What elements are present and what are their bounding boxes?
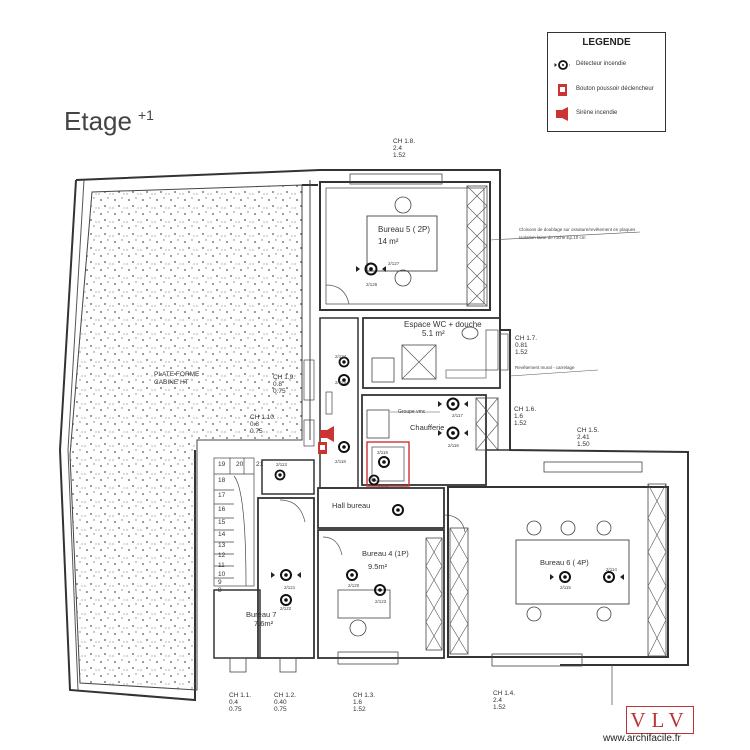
detector-code: 2/124 <box>335 354 347 359</box>
manual-call-point-icon <box>558 84 567 96</box>
smoke-detector-icon <box>446 426 460 440</box>
room-name-bureau4: Bureau 4 (1P) <box>362 549 409 558</box>
room-name-bureau5: Bureau 5 ( 2P) <box>378 225 431 234</box>
annotation-cloison: Cloisons de doublage sur ossature/revête… <box>519 227 636 232</box>
floor-title: Etage+1 <box>64 106 154 136</box>
detector-code: 2/125 <box>335 380 347 385</box>
smoke-detector-icon <box>368 474 380 486</box>
bureau5-room <box>319 181 491 311</box>
annotation-revetement: Revêtement mural - carrelage <box>515 365 575 370</box>
smoke-detector-icon <box>280 594 292 606</box>
bureau7-room <box>257 497 315 659</box>
room-area-bureau5: 14 m² <box>378 237 399 246</box>
manual-call-point-icon <box>318 442 327 454</box>
smoke-detector-icon <box>280 569 292 581</box>
detector-code: 2/114 <box>606 567 617 572</box>
smoke-detector-icon <box>346 569 358 581</box>
website-link[interactable]: www.archifacile.fr <box>603 733 681 744</box>
stair-step-number: 14 <box>218 531 226 538</box>
plateforme-label-1: PLATE FORME <box>154 371 200 378</box>
smoke-detectors <box>274 262 615 606</box>
room-area-bureau7: 7.6m² <box>254 619 274 628</box>
detector-code: 2/126 <box>366 282 378 287</box>
plateforme-zone <box>69 184 303 691</box>
room-name-chaufferie: Chaufferie <box>410 423 445 432</box>
room-area-wc: 5.1 m² <box>422 329 445 338</box>
stair-step-number: 21 <box>256 461 264 468</box>
hall-room <box>317 487 445 529</box>
detector-code: 2/116 <box>448 443 459 448</box>
stair-step-number: 19 <box>218 461 226 468</box>
room-name-groupe: Groupe vmc <box>398 409 426 415</box>
legend: LEGENDE Détecteur incendie Bouton pousso… <box>547 32 666 132</box>
detector-code: 2/115 <box>560 585 571 590</box>
detector-code: 2/122 <box>280 606 292 611</box>
bureau4-room <box>317 529 445 659</box>
stair-step-number: 12 <box>218 552 226 559</box>
vlv-logo: VLV <box>626 706 694 734</box>
detector-code: 2/119 <box>377 450 388 455</box>
plateforme-label-2: CABINE HT <box>154 379 189 386</box>
stair-step-number: 11 <box>218 562 225 569</box>
detector-code: 2/136 <box>378 485 390 490</box>
stairs <box>213 457 255 587</box>
room-name-bureau7: Bureau 7 <box>246 610 277 619</box>
stair-step-number: 9 <box>218 579 222 586</box>
smoke-detector-icon <box>374 584 386 596</box>
smoke-detector-icon <box>446 397 460 411</box>
smoke-detector-icon <box>603 571 615 583</box>
smoke-detector-icon <box>392 504 404 516</box>
room-name-bureau6: Bureau 6 ( 4P) <box>540 558 589 567</box>
detector-code: 2/127 <box>388 261 400 266</box>
detector-code: 2/123 <box>375 599 387 604</box>
stair-step-number: 18 <box>218 477 226 484</box>
legend-title: LEGENDE <box>582 37 631 48</box>
room-name-hall: Hall bureau <box>332 501 371 510</box>
detector-code: 2/118 <box>335 459 346 464</box>
smoke-detector-icon <box>274 469 286 481</box>
smoke-detector-icon <box>554 60 570 70</box>
stair-step-number: 13 <box>218 542 226 549</box>
smoke-detector-icon <box>364 262 378 276</box>
stair-step-number: 17 <box>218 492 226 499</box>
smoke-detector-icon <box>338 356 350 368</box>
stair-step-number: 10 <box>218 571 226 578</box>
stair-step-number: 15 <box>218 519 226 526</box>
room-area-bureau4: 9.5m² <box>368 562 388 571</box>
detector-code: 2/121 <box>284 585 296 590</box>
stair-step-number: 20 <box>236 461 244 468</box>
smoke-detector-icon <box>378 456 390 468</box>
bureau6-room <box>447 486 669 658</box>
siren-icon <box>320 426 334 442</box>
smoke-detector-icon <box>338 374 350 386</box>
annotation-isolation: Isolation laine de roche Ep.10 cm <box>519 235 586 240</box>
siren-icon <box>556 107 568 121</box>
detector-code: 2/113 <box>276 462 287 467</box>
detector-code: 2/117 <box>452 413 463 418</box>
stair-step-number: 8 <box>218 587 222 594</box>
detector-code: 2/120 <box>348 583 360 588</box>
smoke-detector-icon <box>338 441 350 453</box>
smoke-detector-icon <box>559 571 571 583</box>
chaufferie-room <box>361 394 487 486</box>
stair-step-number: 16 <box>218 506 226 513</box>
room-name-wc: Espace WC + douche <box>404 320 482 329</box>
